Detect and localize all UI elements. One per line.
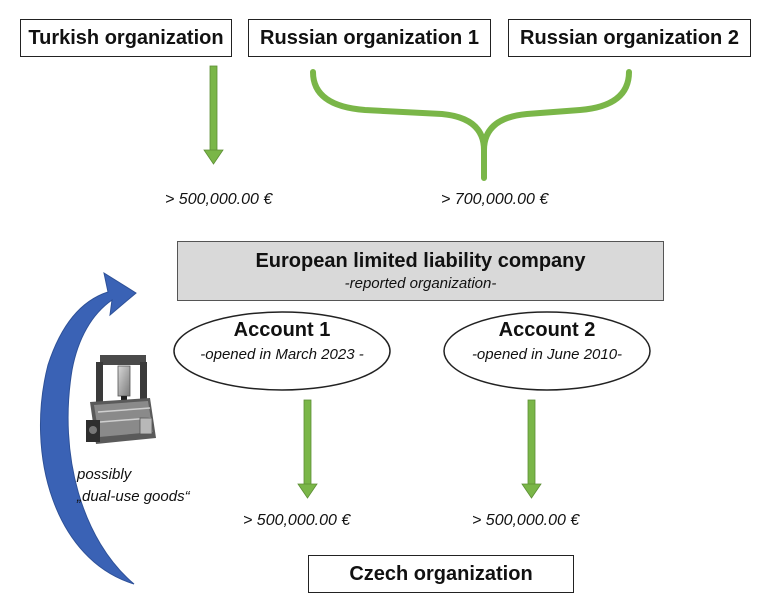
russian-organization-2-label: Russian organization 2	[520, 26, 739, 49]
brace-russian-merge	[310, 69, 632, 181]
account2-subtitle: -opened in June 2010-	[471, 346, 623, 363]
russian-organization-1-box: Russian organization 1	[248, 19, 491, 57]
turkish-organization-box: Turkish organization	[20, 19, 232, 57]
russian-organization-2-box: Russian organization 2	[508, 19, 751, 57]
czech-organization-label: Czech organization	[349, 562, 533, 585]
account2-ellipse	[443, 311, 651, 391]
account1-label-group: Account 1 -opened in March 2023 -	[174, 319, 390, 363]
amount-from-turkish: > 500,000.00 €	[165, 191, 273, 208]
company-subtitle: -reported organization-	[344, 275, 497, 292]
arrow-account2-to-czech	[521, 399, 542, 499]
account1-ellipse	[173, 311, 391, 391]
company-box: European limited liability company -repo…	[177, 241, 664, 301]
account1-title: Account 1	[233, 319, 331, 341]
arrow-account1-to-czech	[297, 399, 318, 499]
account2-label-group: Account 2 -opened in June 2010-	[444, 319, 650, 363]
goods-note-line1: possibly	[77, 466, 132, 483]
amount-from-account2: > 500,000.00 €	[472, 512, 580, 529]
cnc-machine-icon	[86, 355, 156, 444]
dual-use-goods-note: possibly „dual-use goods“	[77, 464, 190, 508]
goods-note-line2: „dual-use goods“	[77, 488, 190, 505]
russian-organization-1-label: Russian organization 1	[260, 26, 479, 49]
goods-flow-arrow	[40, 271, 137, 585]
amount-from-russian: > 700,000.00 €	[441, 191, 549, 208]
amount-from-account1: > 500,000.00 €	[243, 512, 351, 529]
czech-organization-box: Czech organization	[308, 555, 574, 593]
account2-title: Account 2	[498, 319, 596, 341]
company-title: European limited liability company	[255, 250, 586, 272]
turkish-organization-label: Turkish organization	[28, 26, 224, 49]
arrow-turkish-to-company	[203, 65, 224, 165]
account1-subtitle: -opened in March 2023 -	[200, 346, 364, 363]
